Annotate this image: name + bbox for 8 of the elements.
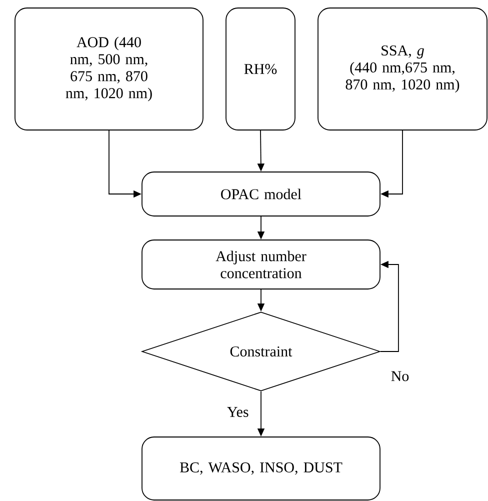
process-box: OPAC model	[142, 172, 380, 216]
output-box: BC, WASO, INSO, DUST	[142, 436, 380, 500]
process-box: Adjust number concentration	[142, 240, 380, 290]
edge-label: No	[390, 370, 410, 382]
input-box: SSA, g (440 nm,675 nm, 870 nm, 1020 nm)	[318, 8, 488, 130]
input-box: RH%	[226, 8, 296, 130]
input-box: AOD (440 nm, 500 nm, 675 nm, 870 nm, 1020 nm)	[14, 8, 204, 130]
edge-label: Yes	[226, 406, 250, 418]
